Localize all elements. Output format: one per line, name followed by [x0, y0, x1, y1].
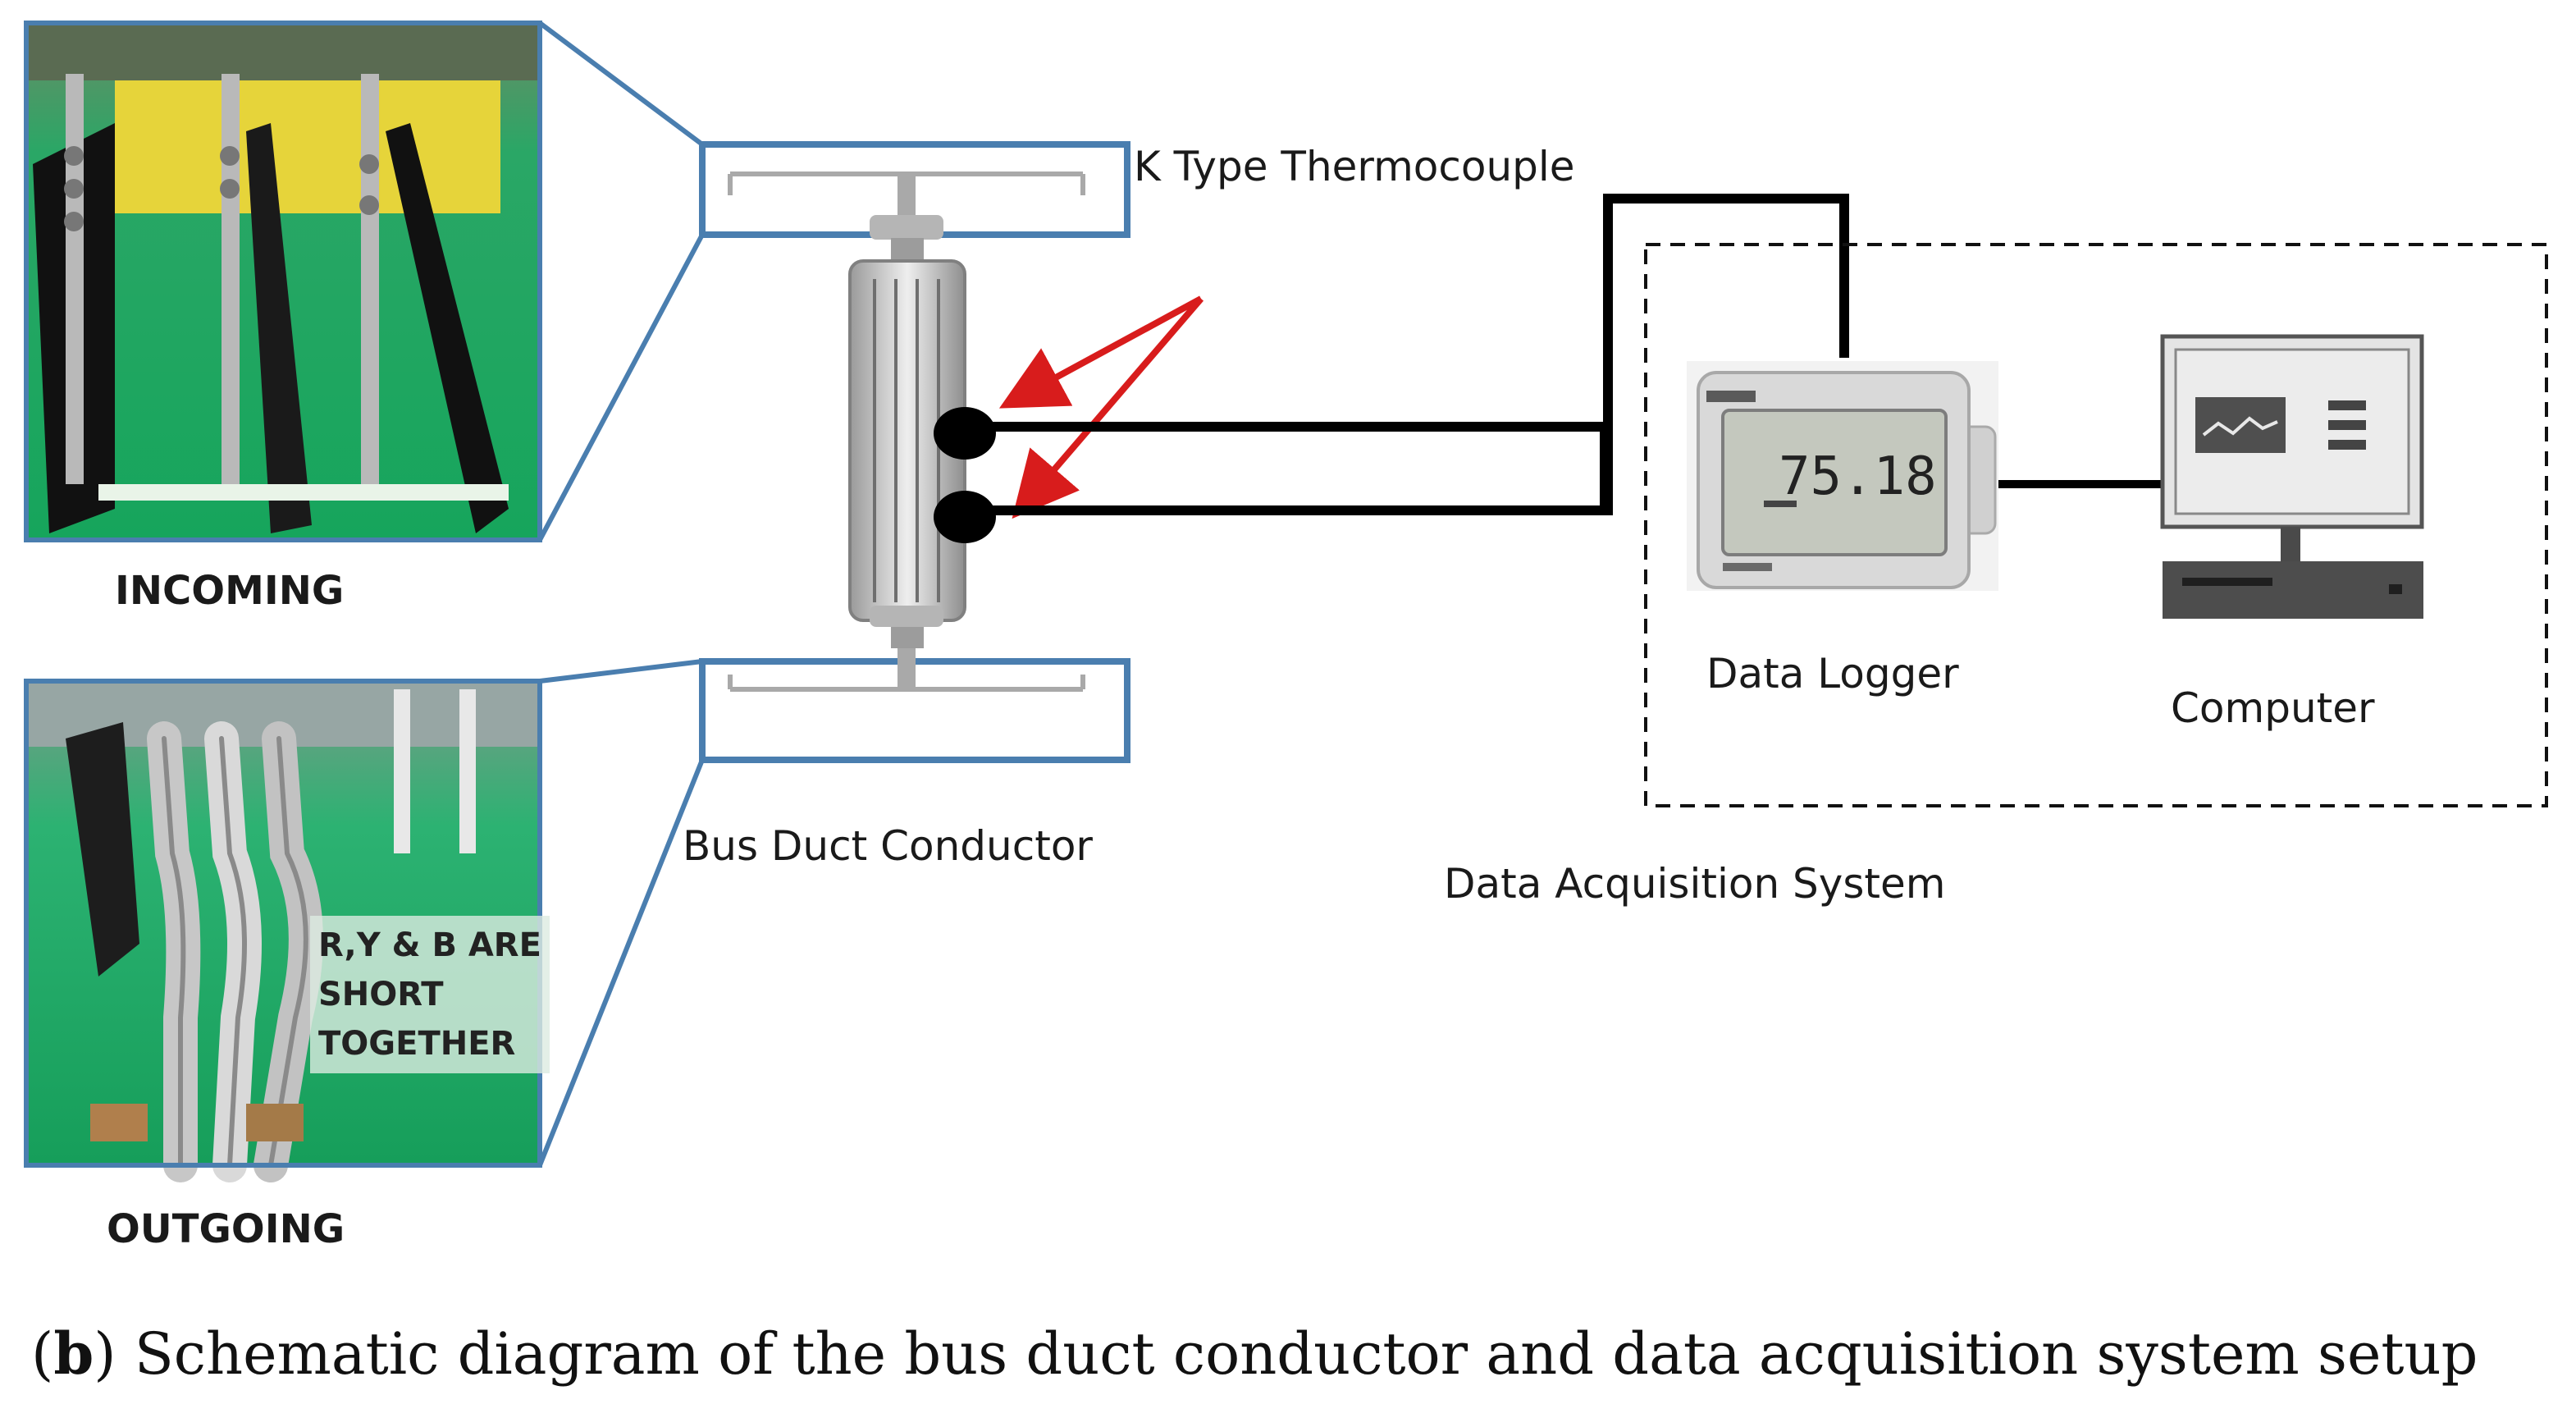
caption-paren-open: ( — [31, 1320, 54, 1388]
incoming-label: INCOMING — [115, 568, 345, 614]
thermocouple-junction-lower — [934, 491, 996, 543]
outgoing-label: OUTGOING — [107, 1206, 345, 1252]
data-logger-label: Data Logger — [1706, 650, 1959, 697]
figure-caption: (b) Schematic diagram of the bus duct co… — [31, 1320, 2478, 1388]
data-logger-device — [1687, 361, 1998, 591]
computer-label: Computer — [2171, 684, 2375, 732]
thermocouple-arrows — [998, 295, 1204, 519]
short-together-note: R,Y & B ARE SHORT TOGETHER — [310, 916, 550, 1073]
thermocouple-wires — [993, 194, 1849, 515]
caption-paren-close: ) — [94, 1320, 116, 1388]
computer-device — [2160, 334, 2424, 619]
incoming-callout — [537, 21, 1130, 542]
incoming-photo — [24, 21, 542, 542]
thermocouple-label: K Type Thermocouple — [1134, 143, 1575, 190]
logger-reading: 75.18 — [1779, 446, 1937, 507]
caption-text: Schematic diagram of the bus duct conduc… — [116, 1320, 2478, 1388]
das-boundary — [1644, 243, 2548, 807]
outgoing-callout — [537, 658, 1130, 1167]
bus-duct-conductor-label: Bus Duct Conductor — [683, 822, 1093, 870]
thermocouple-junction-upper — [934, 407, 996, 460]
caption-letter: b — [53, 1320, 94, 1388]
das-label: Data Acquisition System — [1444, 860, 1946, 908]
